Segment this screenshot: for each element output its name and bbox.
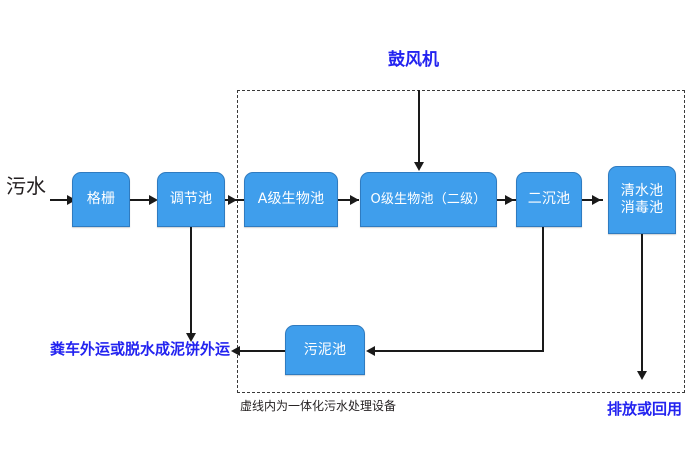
effluent-label: 排放或回用 xyxy=(607,400,683,418)
connector-a-stage-to-o-stage xyxy=(338,199,359,201)
node-o-stage-bioreactor[interactable]: O级生物池（二级） xyxy=(360,172,497,227)
arrowhead-equalization-to-a-stage xyxy=(228,195,237,205)
arrowhead-equalization-to-sludge-disposal xyxy=(186,333,196,342)
sludge-disposal-label: 粪车外运或脱水成泥饼外运 xyxy=(50,340,231,358)
arrowhead-clarifier-to-clearwater xyxy=(592,195,601,205)
dashed-region-caption: 虚线内为一体化污水处理设备 xyxy=(240,399,397,413)
connector-sludge-pool-to-disposal xyxy=(237,350,285,352)
connector-grille-to-equalization xyxy=(130,199,151,201)
node-a-stage-bioreactor[interactable]: A级生物池 xyxy=(244,172,338,227)
node-sludge-pool[interactable]: 污泥池 xyxy=(285,325,365,375)
node-secondary-clarifier[interactable]: 二沉池 xyxy=(516,172,582,227)
arrowhead-o-stage-to-clarifier xyxy=(505,195,514,205)
arrowhead-clearwater-to-effluent xyxy=(637,371,647,380)
arrowhead-clarifier-to-sludge-pool xyxy=(366,346,375,356)
connector-inlet-to-grille xyxy=(50,199,69,201)
connector-equalization-to-sludge-disposal xyxy=(190,227,192,335)
inlet-label: 污水 xyxy=(6,174,46,198)
connector-clearwater-to-effluent xyxy=(641,234,643,374)
connector-clarifier-sludge-return-horizontal xyxy=(372,350,544,352)
arrowhead-grille-to-equalization xyxy=(149,195,158,205)
arrowhead-sludge-pool-to-disposal xyxy=(231,346,240,356)
connector-clarifier-sludge-return-vertical xyxy=(542,227,544,352)
node-grille[interactable]: 格栅 xyxy=(72,172,130,227)
arrowhead-a-stage-to-o-stage xyxy=(350,195,359,205)
arrowhead-blower-to-o-stage xyxy=(414,162,424,171)
connector-blower-to-o-stage xyxy=(418,90,420,164)
node-equalization-tank[interactable]: 调节池 xyxy=(157,172,225,227)
blower-label: 鼓风机 xyxy=(388,50,439,70)
node-clearwater-disinfection-tank[interactable]: 清水池 消毒池 xyxy=(608,166,676,234)
arrowhead-inlet-to-grille xyxy=(67,195,76,205)
